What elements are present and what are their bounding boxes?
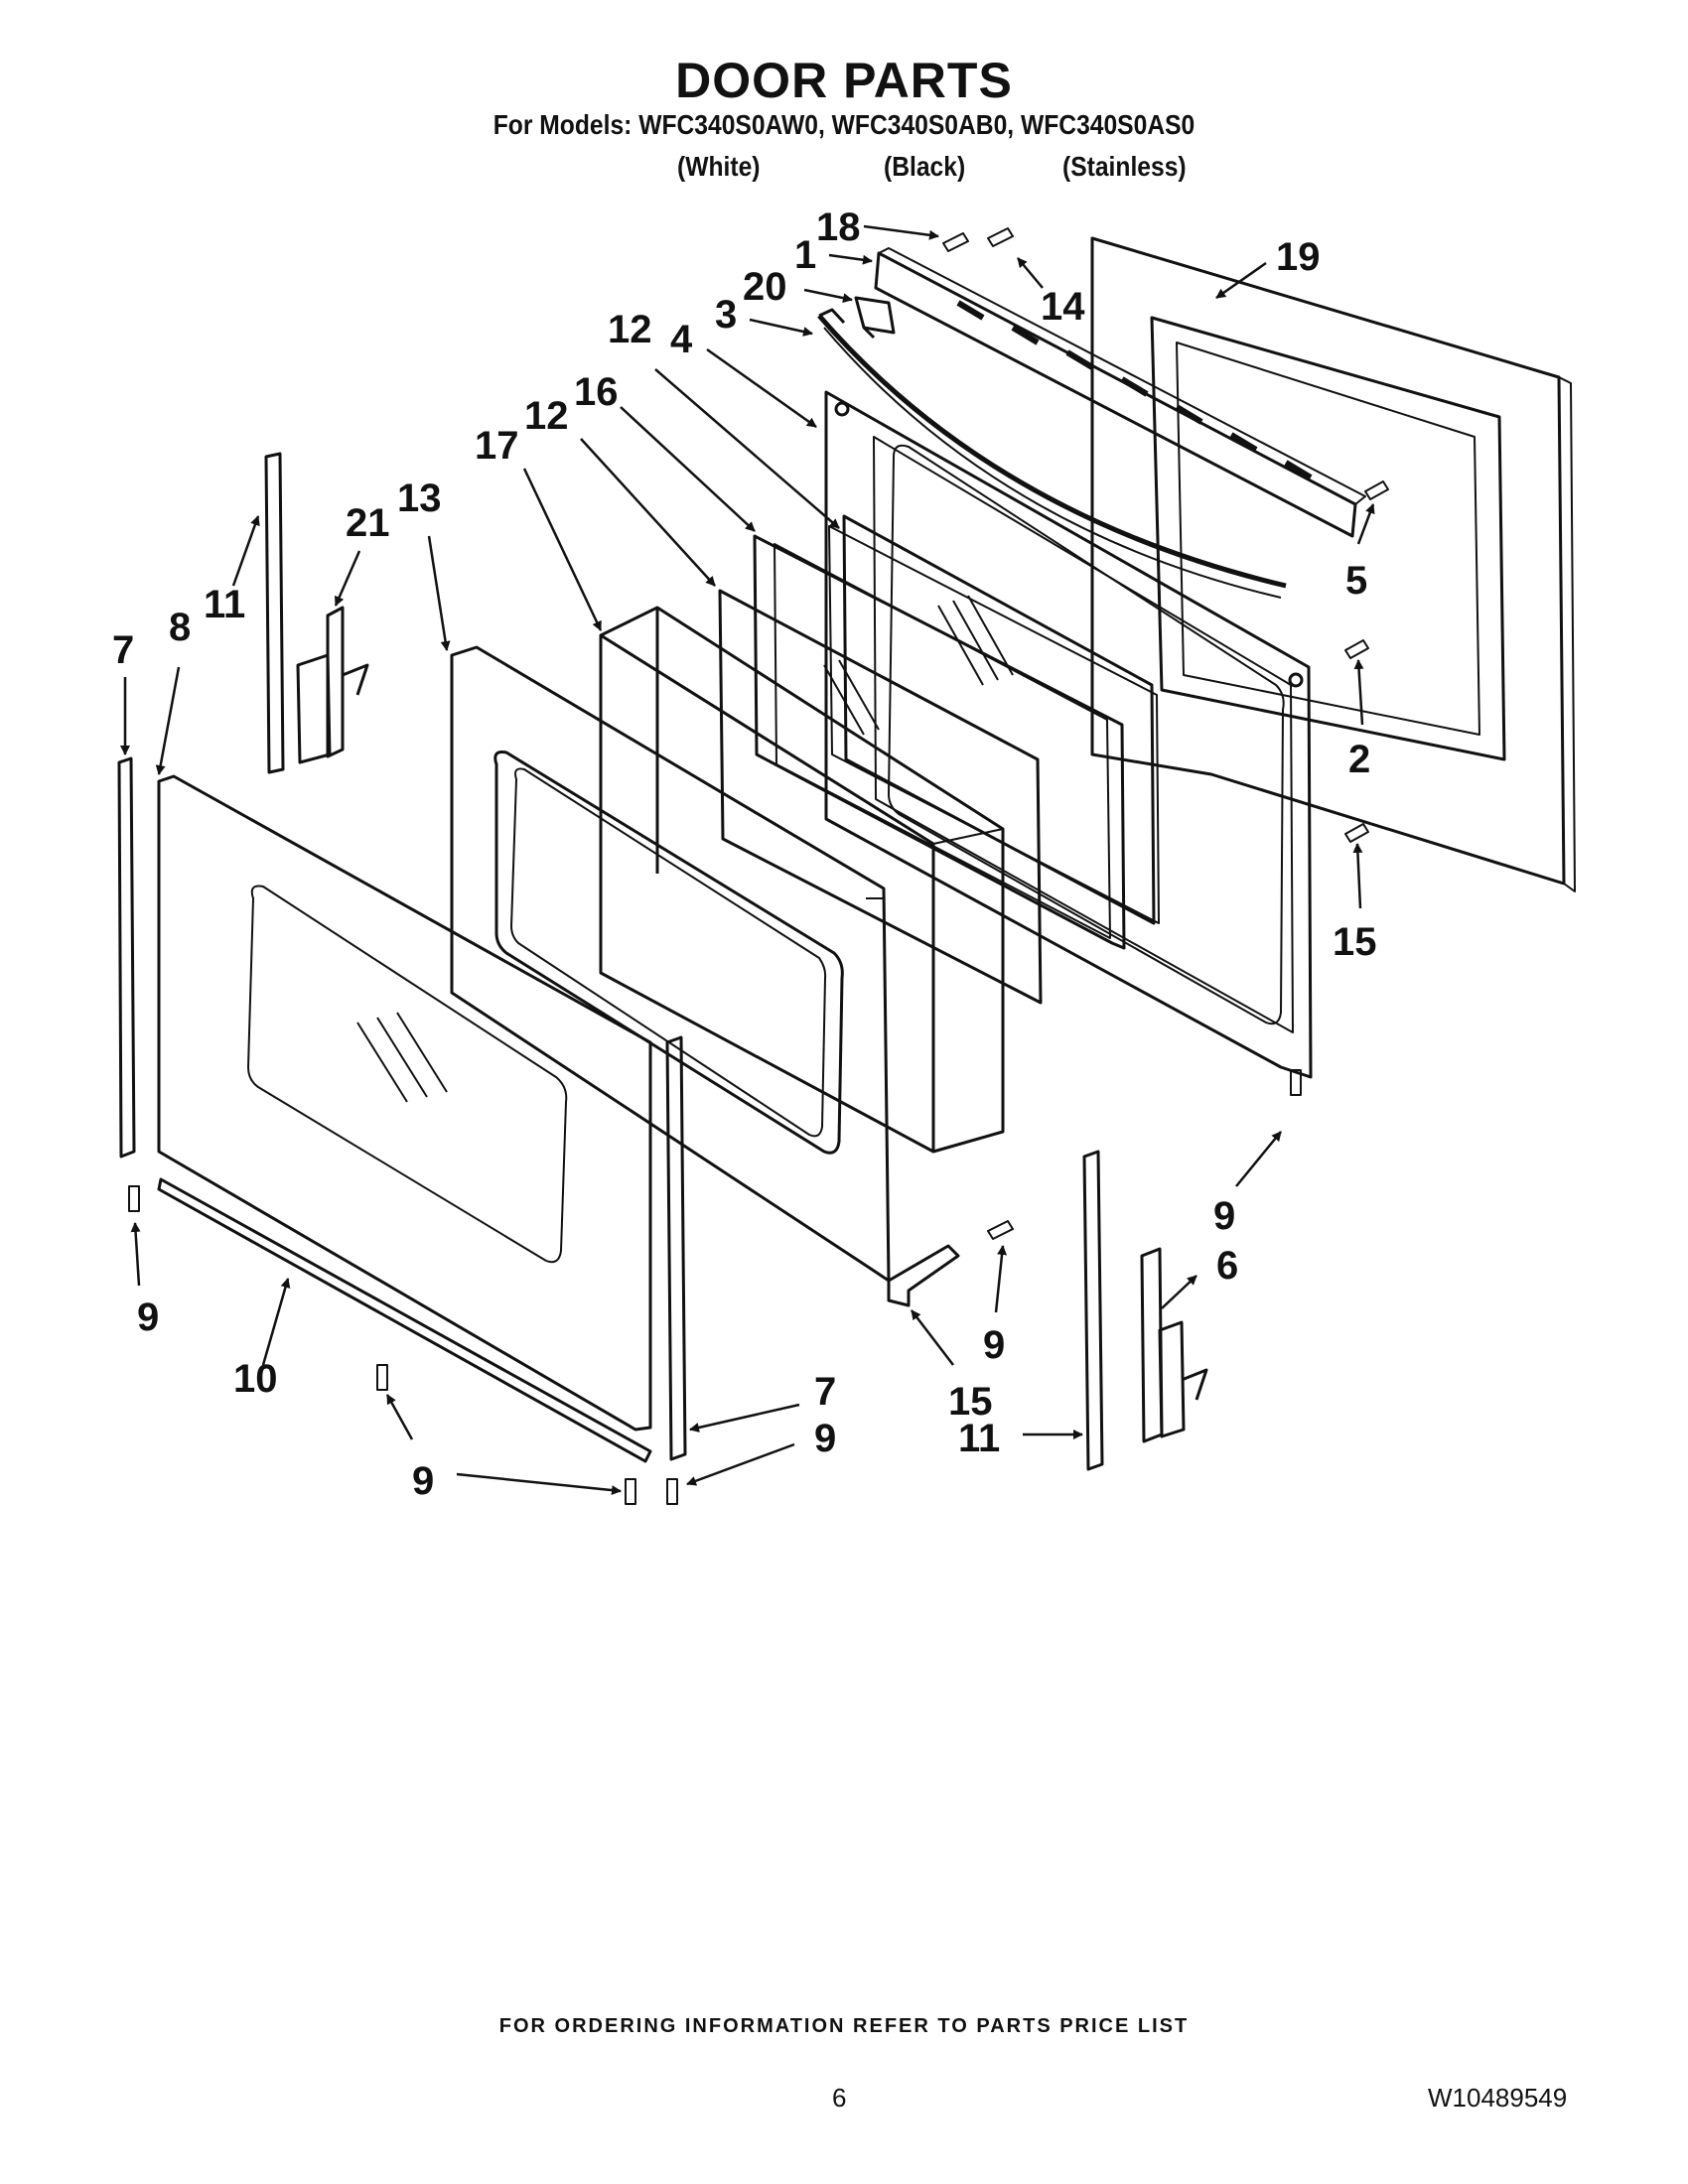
inner-door-panel-part-13 bbox=[450, 645, 891, 1283]
hinge-receiver-part-11-right bbox=[1082, 1150, 1104, 1471]
callout-9-right: 9 bbox=[1213, 1194, 1235, 1238]
door-liner-part-19 bbox=[1090, 236, 1576, 892]
ordering-note: FOR ORDERING INFORMATION REFER TO PARTS … bbox=[498, 2015, 1190, 2037]
insulation-part-17 bbox=[599, 606, 1005, 1154]
callout-13: 13 bbox=[397, 477, 442, 520]
variant-black-label: (Black) bbox=[884, 151, 966, 182]
window-glass-part-12-front bbox=[718, 589, 1043, 1005]
outer-door-panel-part-8 bbox=[157, 774, 652, 1432]
callout-3: 3 bbox=[715, 293, 737, 337]
callout-11-right: 11 bbox=[958, 1417, 1000, 1460]
callout-1: 1 bbox=[794, 233, 816, 277]
vent-panel-part-1 bbox=[874, 247, 1366, 538]
callout-9-bottom: 9 bbox=[412, 1459, 434, 1503]
callout-10: 10 bbox=[233, 1357, 278, 1401]
callout-11-left: 11 bbox=[204, 583, 245, 626]
callout-8: 8 bbox=[169, 606, 191, 649]
document-number: W10489549 bbox=[1428, 2083, 1568, 2113]
callout-19: 19 bbox=[1276, 235, 1321, 279]
hinge-receiver-part-11-left bbox=[264, 452, 285, 774]
hinge-part-6 bbox=[1140, 1247, 1208, 1443]
handle-clip-part-20 bbox=[854, 296, 896, 340]
callout-17: 17 bbox=[475, 424, 519, 468]
callout-21: 21 bbox=[346, 501, 390, 545]
page-number: 6 bbox=[832, 2083, 847, 2113]
callout-12-rear: 12 bbox=[608, 308, 652, 351]
callout-12-front: 12 bbox=[524, 394, 569, 438]
callout-16: 16 bbox=[574, 370, 619, 414]
callout-7-left: 7 bbox=[112, 628, 134, 672]
callout-15-right: 15 bbox=[1333, 920, 1377, 964]
callout-leaders bbox=[120, 224, 1375, 1496]
hinge-part-21 bbox=[296, 606, 369, 764]
side-trim-part-7-right bbox=[665, 1035, 687, 1461]
glass-pack-part-16 bbox=[753, 514, 1156, 950]
models-line: For Models: WFC340S0AW0, WFC340S0AB0, WF… bbox=[492, 109, 1196, 140]
callout-14: 14 bbox=[1041, 285, 1085, 329]
variant-white-label: (White) bbox=[677, 151, 761, 182]
screws bbox=[128, 227, 1389, 1505]
bracket-part-15 bbox=[887, 1244, 960, 1307]
callout-9-trim: 9 bbox=[814, 1417, 836, 1460]
callout-20: 20 bbox=[743, 265, 787, 309]
side-trim-part-7-left bbox=[117, 756, 136, 1159]
callout-15-bottom: 15 bbox=[948, 1380, 993, 1424]
callout-2: 2 bbox=[1348, 738, 1370, 781]
callout-6: 6 bbox=[1216, 1244, 1238, 1288]
door-handle-part-3 bbox=[817, 308, 1287, 599]
callout-9-bracket: 9 bbox=[983, 1323, 1005, 1367]
door-frame-part-4 bbox=[824, 390, 1313, 1079]
callout-5: 5 bbox=[1345, 559, 1367, 603]
variant-stainless-label: (Stainless) bbox=[1062, 151, 1187, 182]
callout-4: 4 bbox=[670, 318, 693, 361]
bottom-trim-part-10 bbox=[157, 1177, 652, 1463]
callout-9-left: 9 bbox=[137, 1296, 159, 1339]
page-title: DOOR PARTS bbox=[675, 53, 1013, 108]
callout-7-right: 7 bbox=[814, 1370, 836, 1414]
callout-18: 18 bbox=[816, 205, 861, 249]
